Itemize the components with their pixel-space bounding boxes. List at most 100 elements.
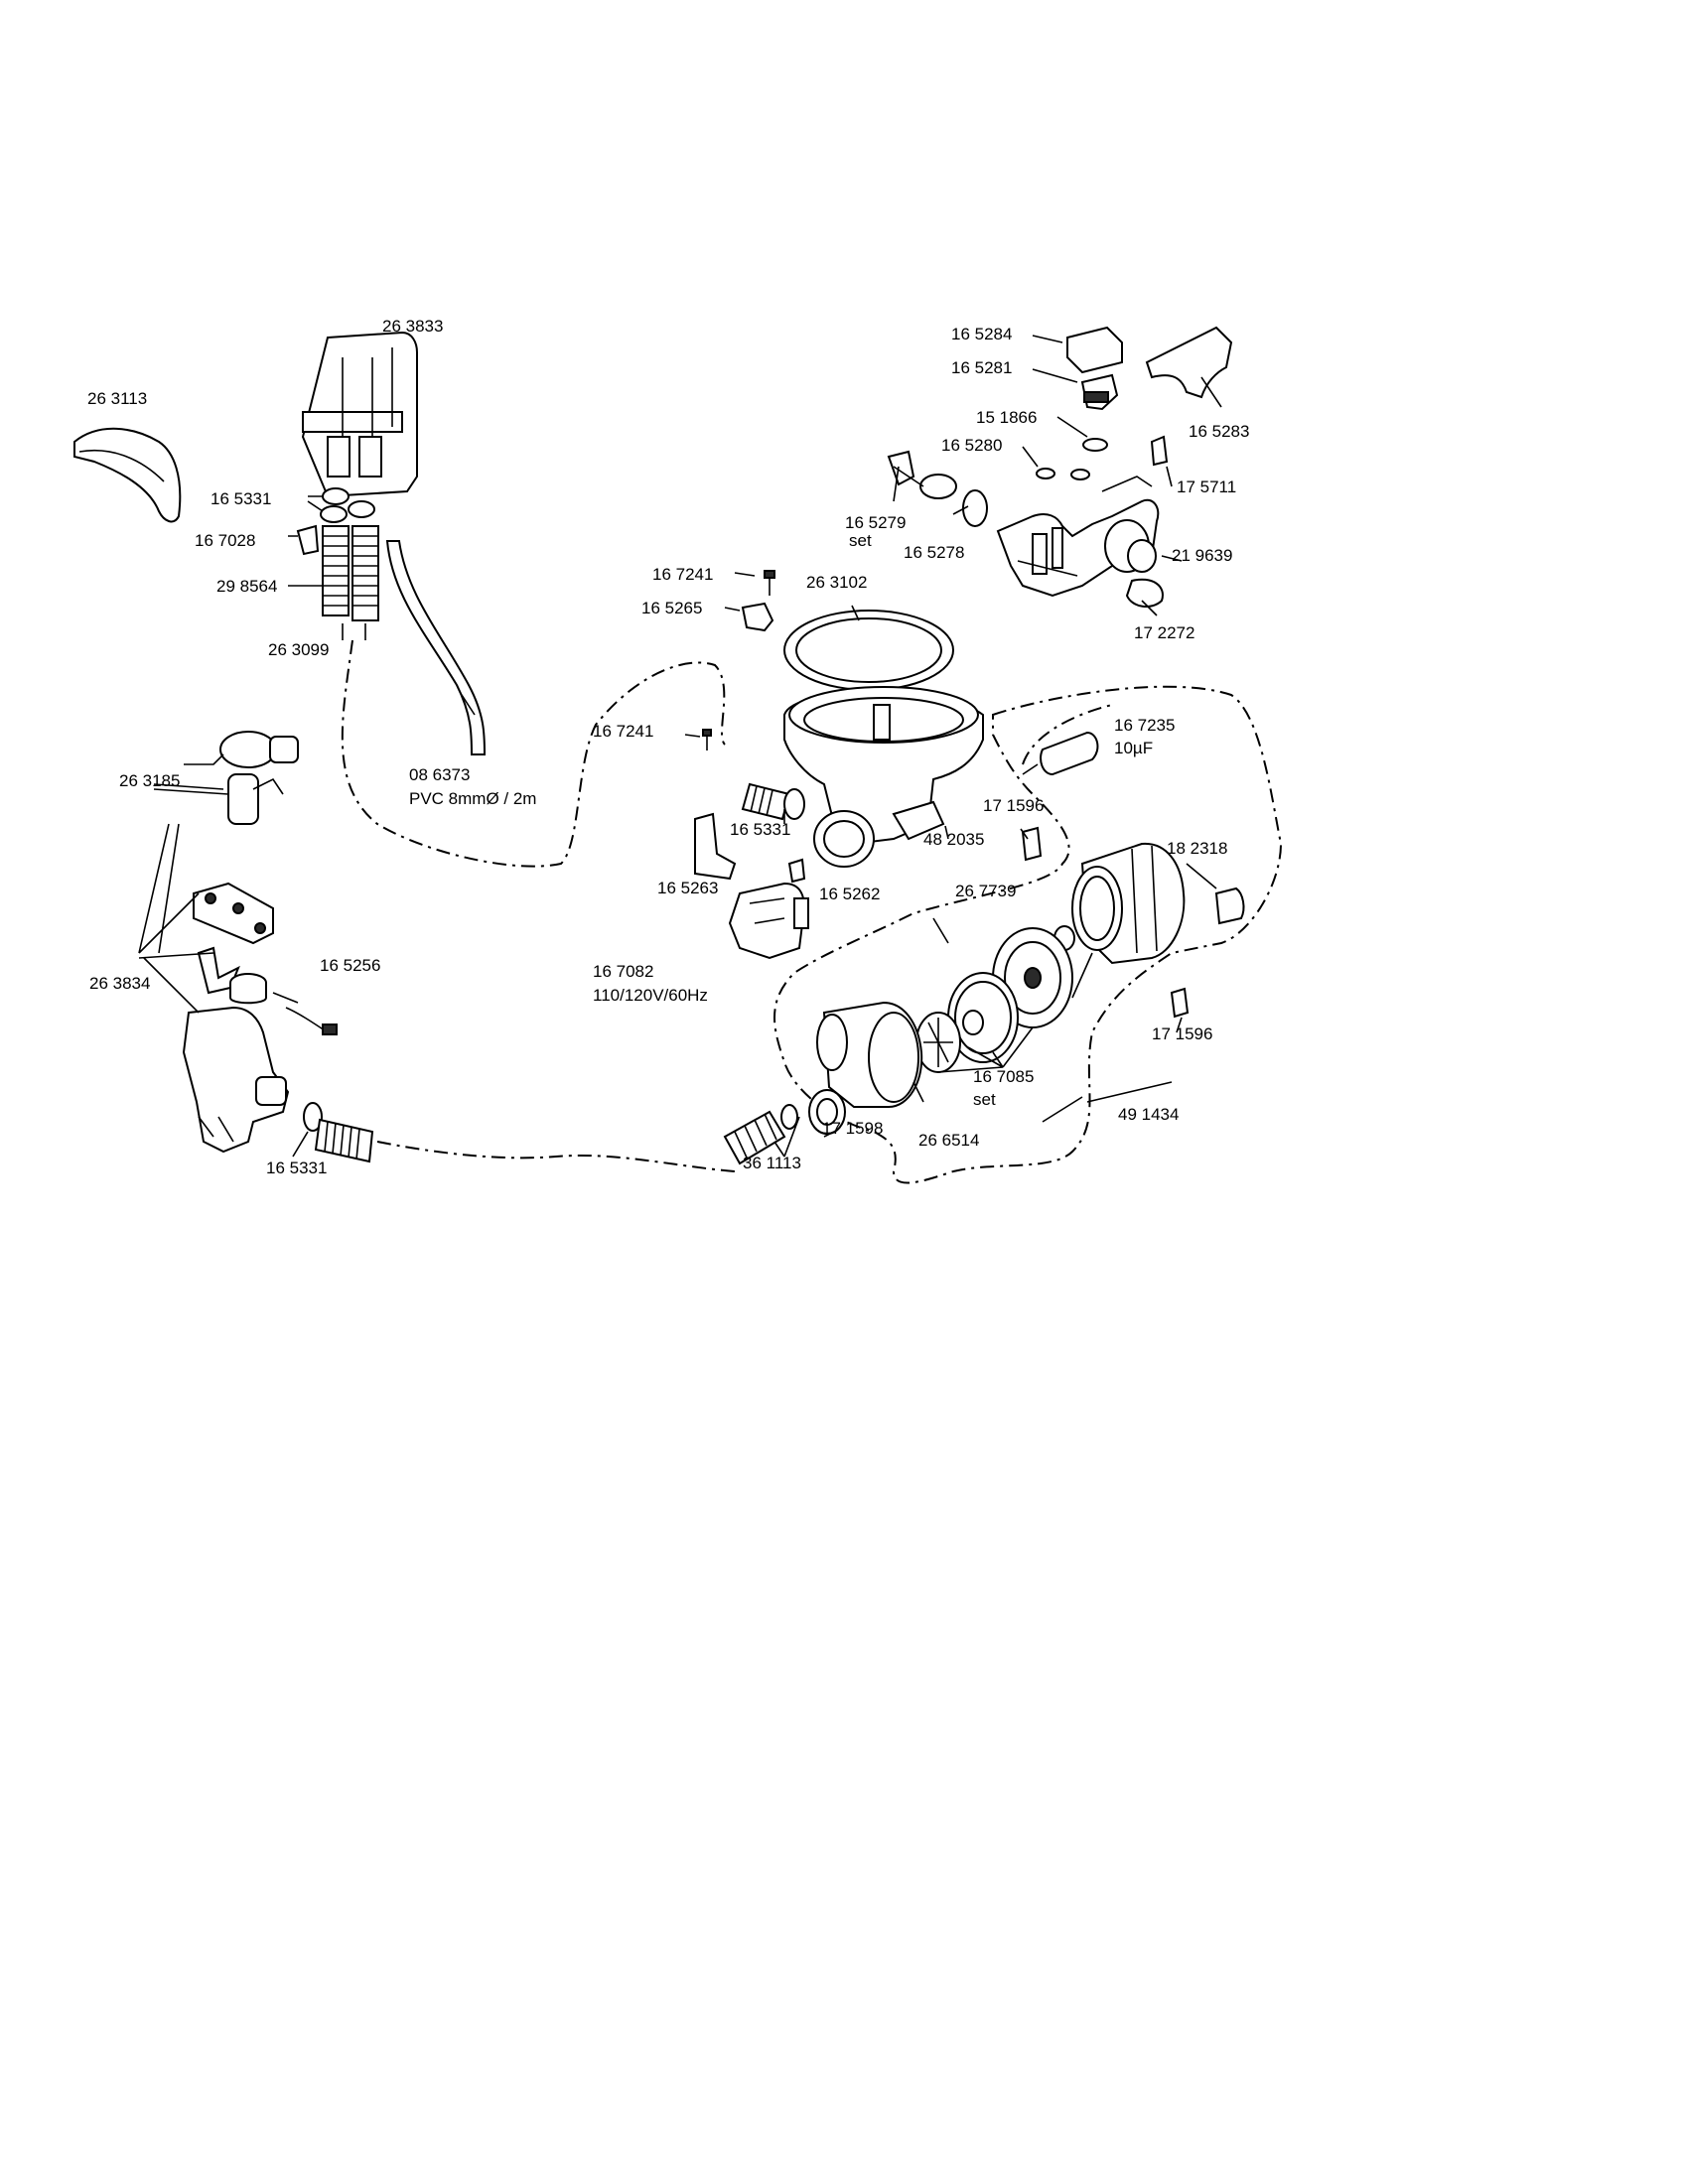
valve-body-263834 <box>182 1006 290 1154</box>
label-165263: 16 5263 <box>657 879 718 897</box>
label-167085: 16 7085 <box>973 1067 1034 1086</box>
corrugated-hose-298564 <box>322 525 350 616</box>
label-086373: 08 6373 <box>409 765 470 784</box>
label-167082: 16 7082 <box>593 962 653 981</box>
label-263102: 26 3102 <box>806 573 867 592</box>
label-361113: 36 1113 <box>743 1154 801 1172</box>
label-171598: 17 1598 <box>822 1119 883 1138</box>
label-165279-set: set <box>849 531 872 550</box>
clip-165262 <box>787 858 806 884</box>
bracket-263834 <box>193 882 274 945</box>
screw-167241b <box>702 729 712 751</box>
label-298564: 29 8564 <box>216 577 277 596</box>
clamp-172272 <box>1125 578 1164 608</box>
impeller-set-167085 <box>915 972 1019 1073</box>
hose-361113 <box>723 1104 798 1165</box>
label-263834: 26 3834 <box>89 974 150 993</box>
o-ring-165331a <box>322 487 350 505</box>
label-165281: 16 5281 <box>951 358 1012 377</box>
sump-482035 <box>783 686 984 868</box>
label-263113: 26 3113 <box>87 389 147 408</box>
dispenser-cover-263833 <box>301 331 418 498</box>
leader-lines-top-right <box>893 335 1222 616</box>
drain-hose-routing-line <box>376 1141 736 1172</box>
label-165331a: 16 5331 <box>210 489 271 508</box>
label-266514: 26 6514 <box>918 1131 979 1150</box>
pump-motor-167082 <box>728 882 809 960</box>
pump-casing-266514 <box>816 1001 923 1108</box>
label-167235-value: 10µF <box>1114 739 1153 757</box>
bracket-165283 <box>1145 326 1233 399</box>
pvc-hose-086373 <box>385 540 487 755</box>
pump-group-boundary <box>1022 704 1113 765</box>
sensor-165256 <box>322 1024 338 1035</box>
label-167028: 16 7028 <box>195 531 255 550</box>
leader-lines-left <box>138 495 476 1158</box>
label-267739: 26 7739 <box>955 882 1016 900</box>
seal-151866 <box>1082 438 1108 452</box>
label-172272: 17 2272 <box>1134 623 1194 642</box>
label-165265: 16 5265 <box>641 599 702 617</box>
sump-group-boundary <box>773 685 1283 1184</box>
bracket-165263 <box>694 812 737 881</box>
cap-165284 <box>1066 326 1123 374</box>
cover-panel-263113 <box>73 427 182 523</box>
hose-routing-line-left <box>341 639 726 868</box>
label-165278: 16 5278 <box>904 543 964 562</box>
o-ring-165278 <box>962 489 988 527</box>
label-482035: 48 2035 <box>923 830 984 849</box>
label-171596b: 17 1596 <box>1152 1024 1212 1043</box>
label-167241b: 16 7241 <box>593 722 653 741</box>
spring-hose-165331b <box>741 782 805 821</box>
label-165279: 16 5279 <box>845 513 906 532</box>
label-165256: 16 5256 <box>320 956 380 975</box>
clip-171596b <box>1170 987 1190 1019</box>
label-263185: 26 3185 <box>119 771 180 790</box>
o-ring-165331a-2 <box>348 500 375 518</box>
heater-housing-182318 <box>1071 842 1186 965</box>
screw-167241a <box>764 570 775 596</box>
label-263099: 26 3099 <box>268 640 329 659</box>
switch-165279 <box>887 450 957 499</box>
label-167082-spec: 110/120V/60Hz <box>593 986 708 1005</box>
label-165280: 16 5280 <box>941 436 1002 455</box>
valve-263185 <box>184 731 299 825</box>
flap-263834 <box>197 946 240 995</box>
clamp-167028 <box>296 524 320 556</box>
corrugated-hose-263099 <box>351 525 379 621</box>
seal-171598 <box>808 1089 846 1135</box>
seal-165280-2 <box>1070 469 1090 480</box>
cap-165256 <box>229 973 267 1005</box>
heater-assembly-219639 <box>996 476 1160 598</box>
bracket-165265 <box>741 602 774 632</box>
label-151866: 15 1866 <box>976 408 1037 427</box>
float-165281 <box>1080 373 1119 411</box>
leader-lines-center <box>684 572 1217 1158</box>
label-167241a: 16 7241 <box>652 565 713 584</box>
label-263833: 26 3833 <box>382 317 443 336</box>
label-219639: 21 9639 <box>1172 546 1232 565</box>
seal-165280 <box>1036 468 1055 479</box>
capacitor-167235 <box>1040 731 1099 776</box>
label-165262: 16 5262 <box>819 885 880 903</box>
label-165331b: 16 5331 <box>730 820 790 839</box>
label-165283: 16 5283 <box>1189 422 1249 441</box>
drain-hose-section <box>314 1118 374 1163</box>
label-175711: 17 5711 <box>1177 478 1236 496</box>
label-086373-spec: PVC 8mmØ / 2m <box>409 789 536 808</box>
label-167085-set: set <box>973 1090 996 1109</box>
connector-182318 <box>1214 887 1245 925</box>
o-ring-165331c <box>303 1102 323 1132</box>
label-165331c: 16 5331 <box>266 1159 327 1177</box>
label-167235: 16 7235 <box>1114 716 1175 735</box>
seal-ring-263102 <box>783 610 954 691</box>
wire-sensor-165256 <box>285 1007 329 1033</box>
label-182318: 18 2318 <box>1167 839 1227 858</box>
clip-175711 <box>1150 435 1169 467</box>
label-171596a: 17 1596 <box>983 796 1044 815</box>
clip-171596a <box>1021 826 1043 862</box>
o-ring-165331a-3 <box>320 505 348 523</box>
label-165284: 16 5284 <box>951 325 1012 343</box>
label-491434: 49 1434 <box>1118 1105 1179 1124</box>
